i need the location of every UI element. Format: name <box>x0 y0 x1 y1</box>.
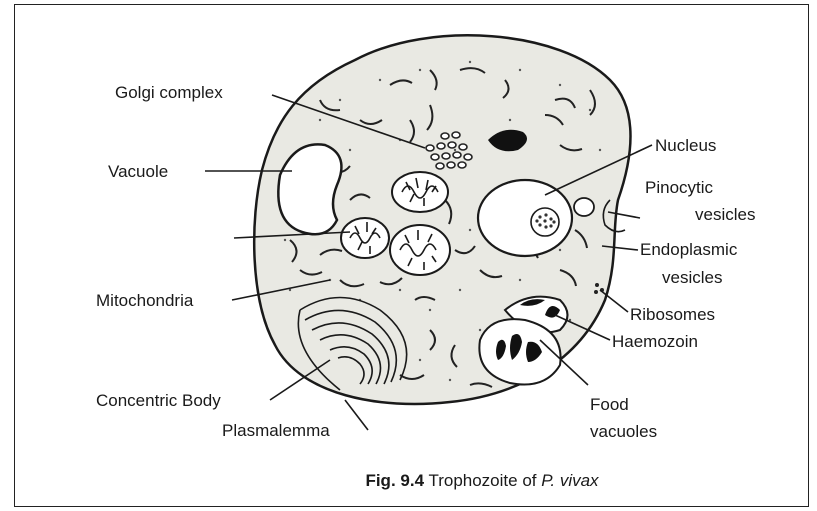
label-food-line1: Food <box>590 395 629 414</box>
label-endoplasmic-line2: vesicles <box>662 268 722 287</box>
mitochondrion <box>392 172 448 212</box>
label-plasmalemma: Plasmalemma <box>222 421 330 440</box>
label-food-line2: vacuoles <box>590 422 657 441</box>
nucleus <box>478 180 572 256</box>
caption-species: P. vivax <box>541 471 599 490</box>
caption-text: Trophozoite of <box>424 471 541 490</box>
mitochondrion <box>341 218 389 258</box>
label-nucleus: Nucleus <box>655 136 716 155</box>
label-concentric-body: Concentric Body <box>96 391 221 410</box>
label-vacuole: Vacuole <box>108 162 168 181</box>
label-pinocytic-line2: vesicles <box>695 205 755 224</box>
label-mitochondria: Mitochondria <box>96 291 194 310</box>
mitochondrion <box>390 225 450 275</box>
leader-plasmalemma <box>345 400 368 430</box>
pinocytic-vesicle <box>574 198 594 216</box>
label-golgi-complex: Golgi complex <box>115 83 223 102</box>
label-endoplasmic-line1: Endoplasmic <box>640 240 738 259</box>
figure-caption: Fig. 9.4 Trophozoite of P. vivax <box>365 471 599 490</box>
label-haemozoin: Haemozoin <box>612 332 698 351</box>
figure-number: Fig. 9.4 <box>365 471 424 490</box>
label-ribosomes: Ribosomes <box>630 305 715 324</box>
label-pinocytic-line1: Pinocytic <box>645 178 714 197</box>
